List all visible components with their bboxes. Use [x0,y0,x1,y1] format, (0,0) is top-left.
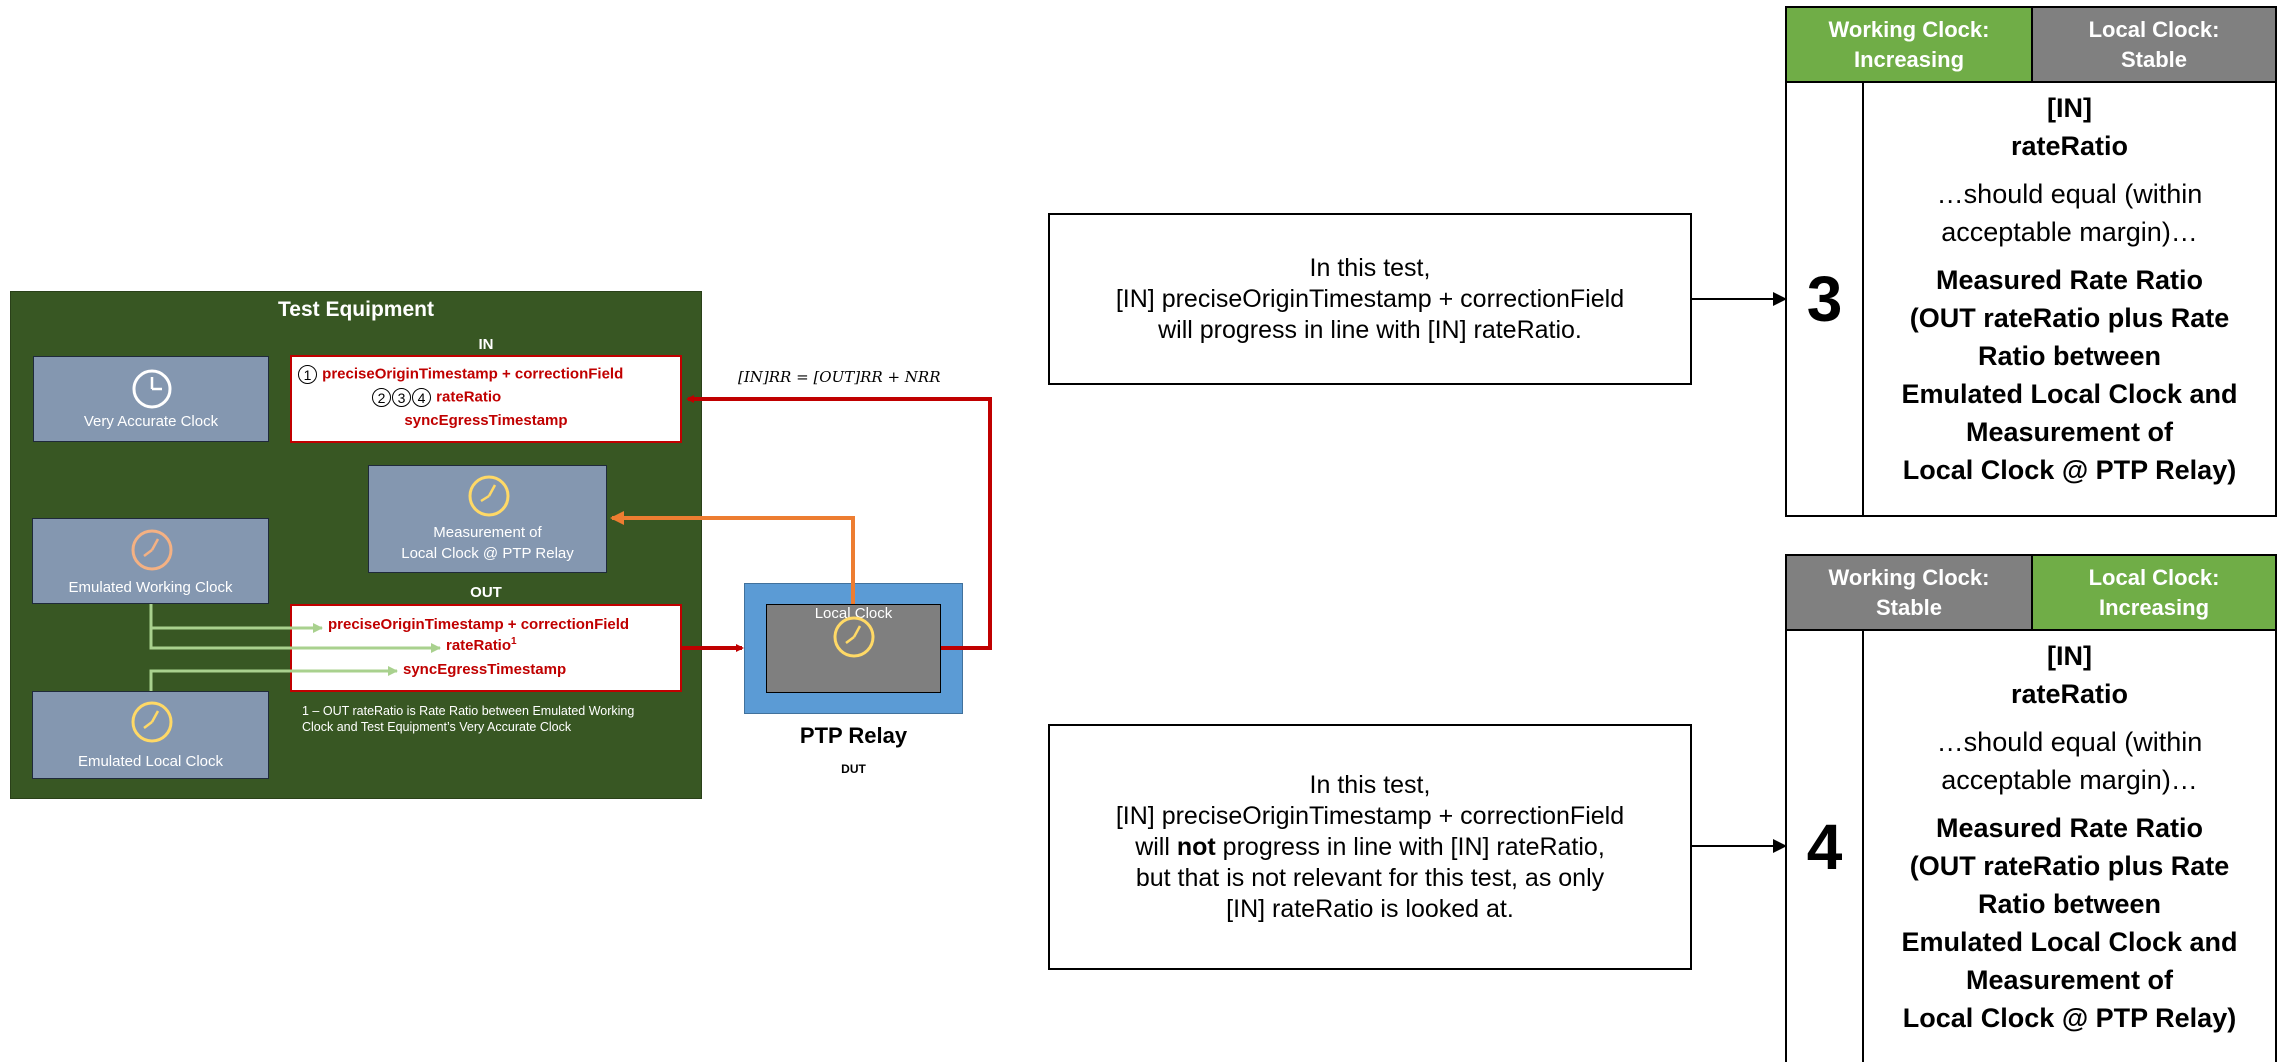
header-line: Stable [2120,46,2188,72]
out-line-3: syncEgressTimestamp [403,661,567,678]
step-marker: 2 [372,388,391,407]
very-accurate-clock-box: Very Accurate Clock [33,356,269,442]
desc4-line1: In this test, [1309,770,1431,799]
step-marker: 1 [298,365,317,384]
table4-rateratio: rateRatio [2010,679,2129,709]
table3-in: [IN] [2047,93,2092,123]
description-box-4: In this test, [IN] preciseOriginTimestam… [1048,724,1692,970]
measurement-label-line2: Local Clock @ PTP Relay [401,545,574,562]
table3-body: 3 [IN] rateRatio …should equal (within a… [1785,83,2277,517]
emulated-local-clock-label: Emulated Local Clock [77,753,224,770]
desc4-line5: [IN] rateRatio is looked at. [1226,894,1514,923]
desc3-line2: [IN] preciseOriginTimestamp + correction… [1115,284,1625,313]
clock-icon [833,616,875,658]
header-line: Working Clock: [1828,16,1990,42]
table4-measured-4: Emulated Local Clock and [1901,927,2238,957]
table3-measured-6: Local Clock @ PTP Relay) [1902,455,2237,485]
footnote-marker: 1 [511,636,517,647]
table3-rateratio: rateRatio [2010,131,2129,161]
clock-icon [468,475,510,517]
step-marker: 3 [392,388,411,407]
table4-eq-1: …should equal (within [1936,727,2203,757]
emulated-working-clock-box: Emulated Working Clock [32,518,269,604]
emulated-local-clock-box: Emulated Local Clock [32,691,269,779]
step-marker: 4 [412,388,431,407]
header-line: Local Clock: [2088,16,2220,42]
table4-header-working-clock: Working Clock: Stable [1785,554,2033,631]
table3-content: [IN] rateRatio …should equal (within acc… [1864,89,2275,489]
description-box-3: In this test, [IN] preciseOriginTimestam… [1048,213,1692,385]
header-line: Increasing [2098,594,2210,620]
desc3-line3: will progress in line with [IN] rateRati… [1158,315,1582,344]
in-line-3: syncEgressTimestamp [404,412,568,429]
emulated-working-clock-label: Emulated Working Clock [68,579,233,596]
green-connector [149,666,398,691]
table4-body: 4 [IN] rateRatio …should equal (within a… [1785,631,2277,1062]
table4-measured-1: Measured Rate Ratio [1935,813,2204,843]
footnote: 1 – OUT rateRatio is Rate Ratio between … [302,703,692,735]
table3-header-local-clock: Local Clock: Stable [2031,6,2277,83]
header-line: Working Clock: [1828,564,1990,590]
header-line: Stable [1875,594,1943,620]
desc4-line3: will not progress in line with [IN] rate… [1050,832,1690,863]
rate-ratio-formula: [IN]RR = [OUT]RR + NRR [738,368,941,386]
desc4-line3-emphasis: not [1176,832,1216,861]
table4-eq-2: acceptable margin)… [1941,765,2198,795]
table4-measured-5: Measurement of [1965,965,2174,995]
measurement-clock-box: Measurement of Local Clock @ PTP Relay [368,465,607,573]
table4-measured-6: Local Clock @ PTP Relay) [1902,1003,2237,1033]
footnote-line2: Clock and Test Equipment’s Very Accurate… [302,720,572,734]
clock-icon [131,529,173,571]
desc4-line3-c: progress in line with [IN] rateRatio, [1215,832,1605,861]
in-message-box [290,355,682,443]
out-line-2-text: rateRatio [446,637,512,654]
test-equipment-title: Test Equipment [278,298,434,321]
clock-icon [131,701,173,743]
desc4-line4: but that is not relevant for this test, … [1135,863,1605,892]
desc3-line1: In this test, [1309,253,1431,282]
table4-number: 4 [1787,631,1864,1062]
ptp-relay-title: PTP Relay [799,723,908,748]
header-line: Increasing [1853,46,1965,72]
table4-measured-2: (OUT rateRatio plus Rate [1909,851,2230,881]
footnote-line1: 1 – OUT rateRatio is Rate Ratio between … [302,704,635,718]
in-line-1: 1 preciseOriginTimestamp + correctionFie… [298,365,623,384]
table4-header-local-clock: Local Clock: Increasing [2031,554,2277,631]
orange-connector [610,511,855,604]
red-connector [686,395,992,650]
local-clock-label: Local Clock [814,605,893,622]
out-label: OUT [470,584,502,601]
table3-header-working-clock: Working Clock: Increasing [1785,6,2033,83]
ptp-relay-subtitle: DUT [841,762,866,776]
table4-in: [IN] [2047,641,2092,671]
table4-content: [IN] rateRatio …should equal (within acc… [1864,637,2275,1037]
very-accurate-clock-label: Very Accurate Clock [83,413,219,430]
desc4-line3-a: will [1135,832,1177,861]
in-line-2-text: rateRatio [436,388,502,406]
measurement-label-line1: Measurement of [433,524,542,541]
table4-measured-3: Ratio between [1977,889,2162,919]
in-line-1-text: preciseOriginTimestamp + correctionField [322,365,624,383]
header-line: Local Clock: [2088,564,2220,590]
green-connector [149,628,441,653]
table3-measured-2: (OUT rateRatio plus Rate [1909,303,2230,333]
table3-eq-2: acceptable margin)… [1941,217,2198,247]
table3-measured-5: Measurement of [1965,417,2174,447]
table3-measured-4: Emulated Local Clock and [1901,379,2238,409]
table3-measured-1: Measured Rate Ratio [1935,265,2204,295]
table3-measured-3: Ratio between [1977,341,2162,371]
desc4-line2: [IN] preciseOriginTimestamp + correction… [1115,801,1625,830]
table3-number: 3 [1787,83,1864,515]
out-line-2: rateRatio1 [446,636,517,654]
local-clock-box: Local Clock [766,604,941,693]
out-line-1: preciseOriginTimestamp + correctionField [328,616,630,633]
table3-eq-1: …should equal (within [1936,179,2203,209]
clock-icon [132,369,172,409]
green-connector [149,604,323,633]
in-label: IN [478,336,494,353]
